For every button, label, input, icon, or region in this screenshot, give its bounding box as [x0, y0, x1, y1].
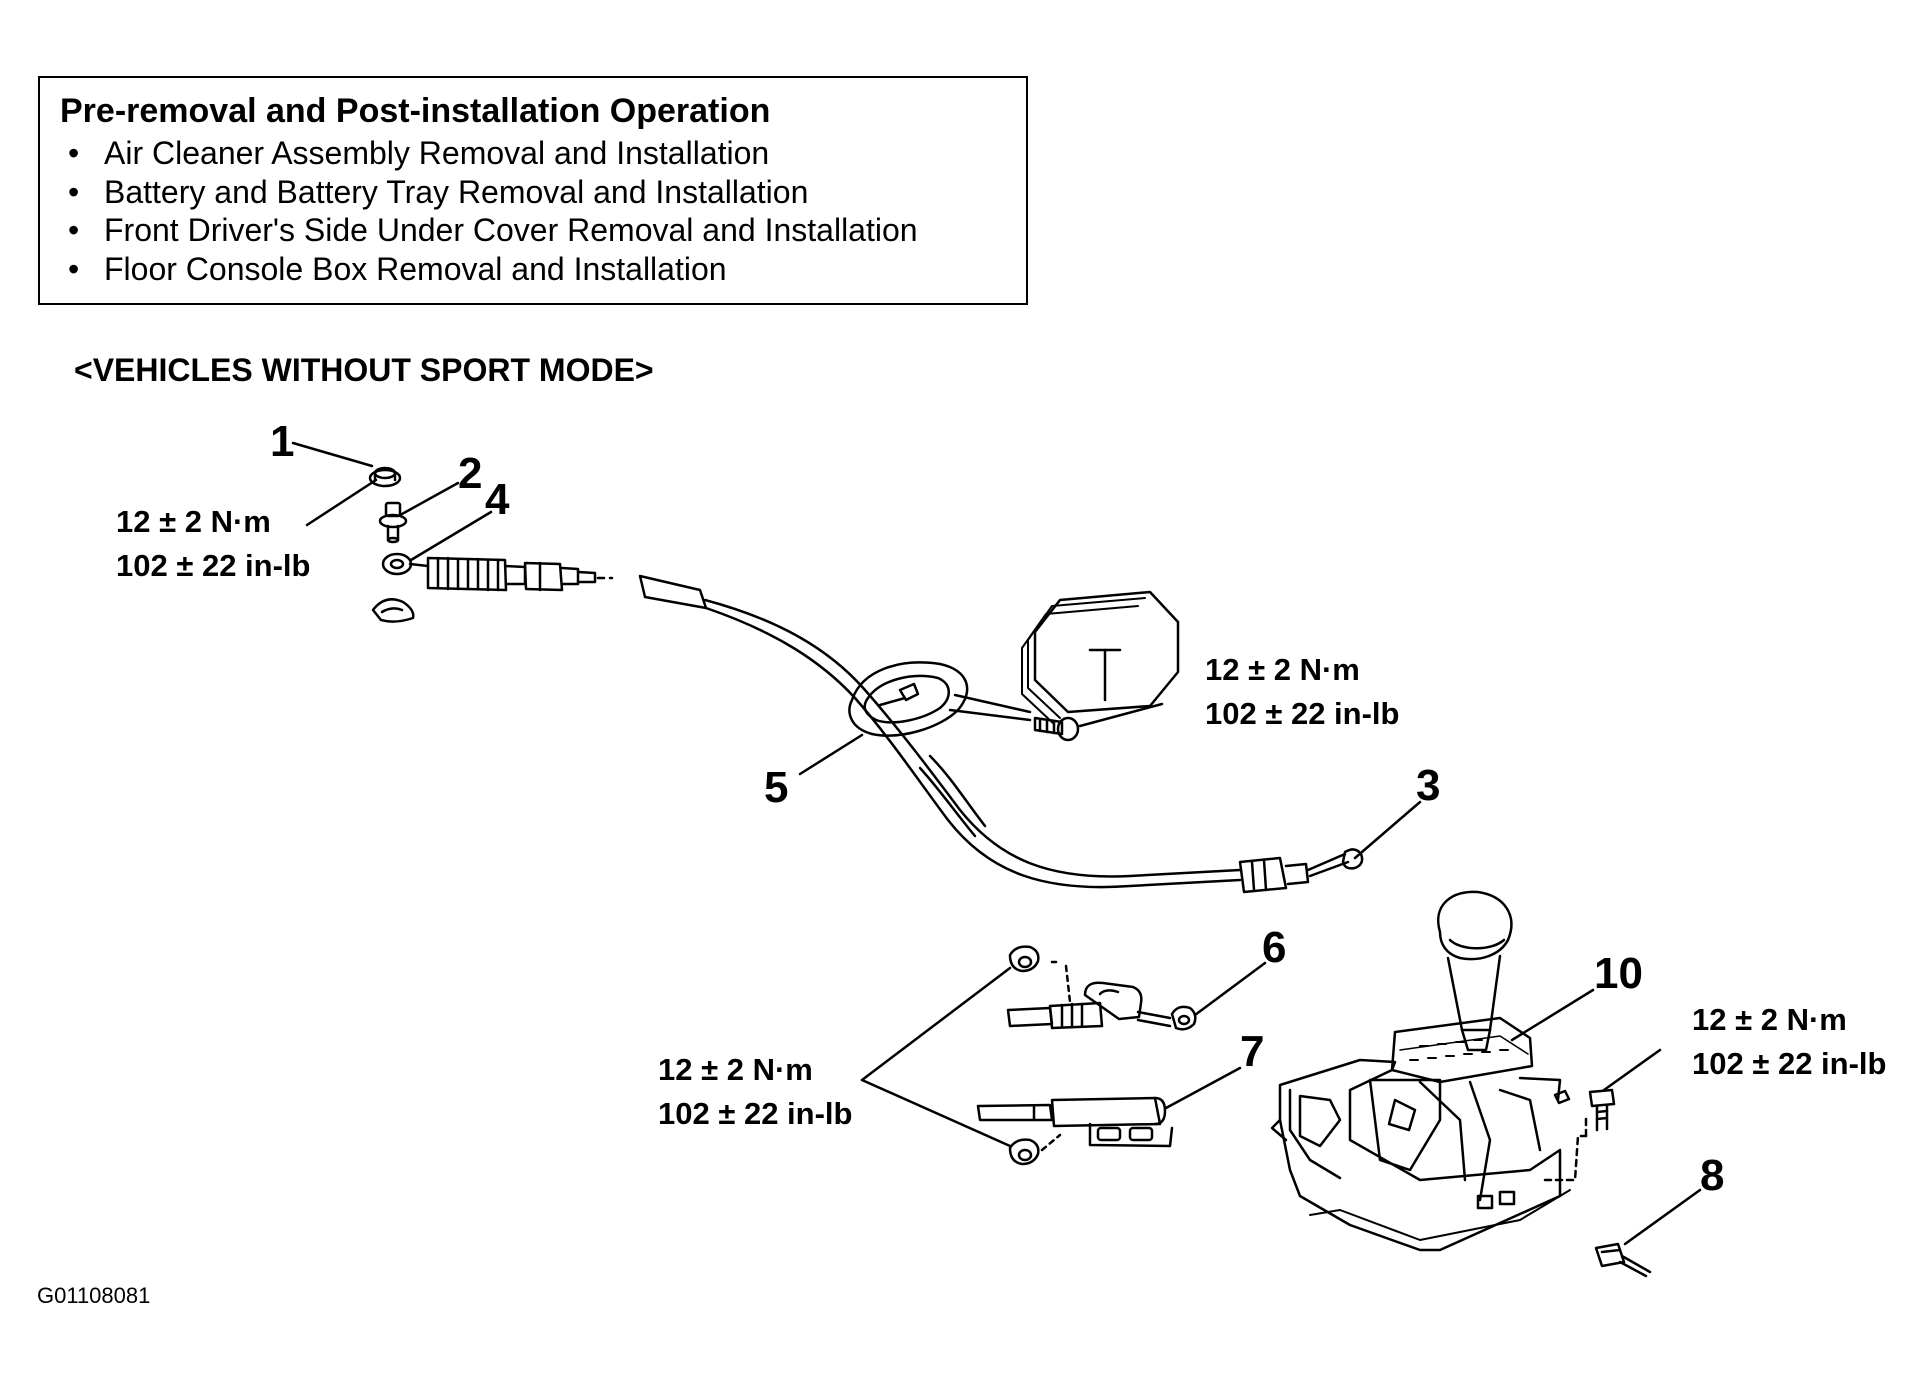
bullet-icon: • [68, 135, 80, 172]
callout-4: 4 [485, 475, 510, 524]
operation-item: • Front Driver's Side Under Cover Removal… [60, 211, 1006, 250]
operation-item: • Air Cleaner Assembly Removal and Instal… [60, 134, 1006, 173]
lever-mount-bolt-part [1588, 1088, 1616, 1132]
torque-lower-metric: 12 ± 2 N·m [658, 1052, 813, 1087]
leader-line [1510, 988, 1595, 1042]
washer-part [378, 501, 408, 544]
callout-10: 10 [1594, 949, 1643, 998]
torque-right-imperial: 102 ± 22 in-lb [1692, 1046, 1886, 1081]
leader-line [860, 966, 1012, 1082]
leader-line [798, 733, 864, 776]
lock-cable-part [1006, 945, 1197, 1031]
callout-5: 5 [764, 763, 788, 812]
leader-line [305, 478, 378, 527]
torque-lower-imperial: 102 ± 22 in-lb [658, 1096, 852, 1131]
leader-line [1078, 702, 1164, 728]
cable-transmission-end [408, 556, 614, 592]
operation-item: • Floor Console Box Removal and Installat… [60, 250, 1006, 289]
bullet-icon: • [68, 250, 80, 287]
torque-left-imperial: 102 ± 22 in-lb [116, 548, 310, 583]
callout-3: 3 [1416, 761, 1440, 810]
operation-item: • Battery and Battery Tray Removal and In… [60, 173, 1006, 212]
shift-lever-assembly-part [1270, 890, 1588, 1252]
callout-8: 8 [1700, 1151, 1724, 1200]
torque-left-metric: 12 ± 2 N·m [116, 504, 271, 539]
harness-connector-part [1594, 1242, 1652, 1278]
firewall-patch-inset [1021, 590, 1180, 725]
callout-1: 1 [270, 417, 294, 466]
figure-id: G01108081 [37, 1283, 151, 1308]
grommet-part [848, 661, 1032, 737]
operation-item-label: Front Driver's Side Under Cover Removal … [104, 212, 918, 249]
torque-bracket-imperial: 102 ± 22 in-lb [1205, 696, 1399, 731]
leader-line [409, 510, 493, 562]
section-heading: <VEHICLES WITHOUT SPORT MODE> [74, 352, 654, 388]
flange-nut-part [368, 466, 402, 488]
cable-clip-part [371, 552, 415, 623]
grommet-bolt-part [1033, 716, 1080, 742]
bullet-icon: • [68, 212, 80, 249]
torque-right-metric: 12 ± 2 N·m [1692, 1002, 1847, 1037]
leader-line [1164, 1066, 1242, 1110]
shift-cable-part [638, 574, 1242, 889]
leader-line [1602, 1048, 1662, 1092]
key-interlock-cable-part [976, 1096, 1174, 1166]
operation-box: Pre-removal and Post-installation Operat… [38, 76, 1028, 305]
operation-item-label: Battery and Battery Tray Removal and Ins… [104, 173, 809, 210]
operation-item-label: Air Cleaner Assembly Removal and Install… [104, 135, 770, 172]
callout-7: 7 [1240, 1027, 1264, 1076]
operation-box-title: Pre-removal and Post-installation Operat… [60, 92, 771, 130]
leader-line [1353, 800, 1422, 860]
bullet-icon: • [68, 173, 80, 210]
torque-bracket-metric: 12 ± 2 N·m [1205, 652, 1360, 687]
callout-6: 6 [1262, 923, 1286, 972]
leader-line [400, 481, 460, 516]
cable-lever-end [1238, 848, 1364, 894]
leader-line [291, 441, 374, 468]
leader-line [1193, 961, 1267, 1017]
leader-line [860, 1078, 1012, 1148]
operation-list: • Air Cleaner Assembly Removal and Instal… [60, 134, 1006, 288]
operation-item-label: Floor Console Box Removal and Installati… [104, 250, 727, 287]
callout-2: 2 [458, 449, 482, 498]
leader-line [1623, 1188, 1702, 1246]
